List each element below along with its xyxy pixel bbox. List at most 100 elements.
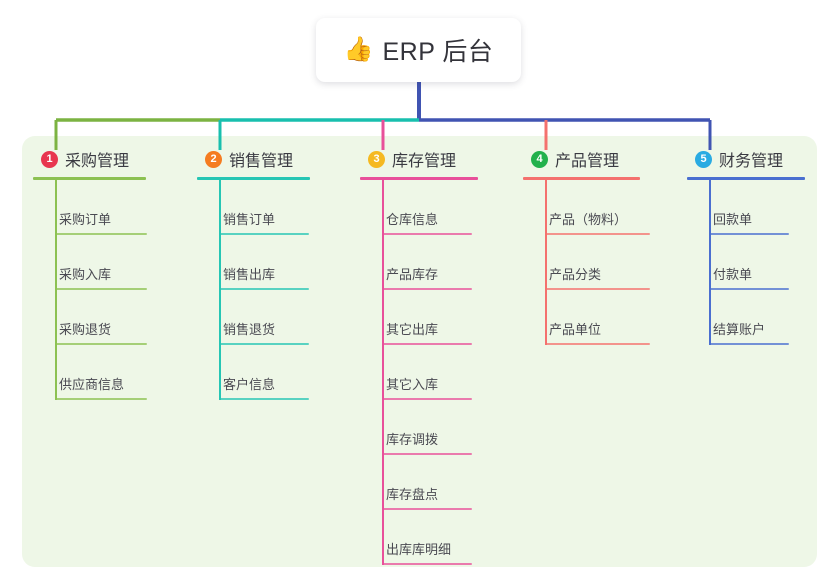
branch-item-label: 销售出库: [223, 267, 276, 282]
branch-card-background: [22, 136, 817, 567]
branch-title: 采购管理: [65, 153, 130, 170]
branch-item-underline: [219, 343, 309, 345]
branch-item[interactable]: 库存调拨: [360, 400, 478, 455]
branch-item-label: 销售订单: [223, 212, 276, 227]
branch-item-label: 回款单: [713, 212, 753, 227]
branch-badge-number: 3: [368, 150, 385, 168]
branch-column-4: 4 产品管理产品（物料） 产品分类产品单位: [523, 148, 650, 345]
branch-item-underline: [709, 233, 789, 235]
branch-header-5[interactable]: 5 财务管理: [687, 148, 805, 170]
branch-item[interactable]: 结算账户: [687, 290, 805, 345]
branch-trunk-line: [219, 180, 221, 400]
branch-item[interactable]: 其它入库: [360, 345, 478, 400]
branch-item-label: 产品单位: [549, 322, 602, 337]
branch-badge-number: 1: [41, 150, 58, 168]
branch-item-label: 其它出库: [386, 322, 439, 337]
branch-item-underline: [382, 288, 472, 290]
branch-item-label: 采购订单: [59, 212, 112, 227]
branch-item-underline: [545, 288, 650, 290]
branch-item[interactable]: 其它出库: [360, 290, 478, 345]
branch-item-label: 供应商信息: [59, 377, 125, 392]
branch-item-underline: [382, 343, 472, 345]
branch-item-underline: [382, 453, 472, 455]
branch-item-label: 采购退货: [59, 322, 112, 337]
branch-trunk-line: [55, 180, 57, 400]
branch-item[interactable]: 回款单: [687, 180, 805, 235]
root-title: ERP 后台: [382, 38, 494, 66]
branch-item-underline: [219, 233, 309, 235]
branch-item-label: 出库库明细: [386, 542, 452, 557]
branch-title: 库存管理: [392, 153, 457, 170]
branch-item[interactable]: 出库库明细: [360, 510, 478, 565]
branch-item-list: 采购订单采购入库采购退货供应商信息: [33, 180, 147, 400]
branch-underline: [360, 177, 478, 180]
branch-trunk-line: [382, 180, 384, 565]
branch-badge-number: 4: [531, 150, 548, 168]
branch-item-underline: [709, 288, 789, 290]
branch-item-label: 销售退货: [223, 322, 276, 337]
thumbs-up-icon: 👍: [343, 36, 374, 63]
branch-item-underline: [55, 233, 147, 235]
branch-underline: [523, 177, 640, 180]
branch-item-label: 产品分类: [549, 267, 602, 282]
branch-item-label: 其它入库: [386, 377, 439, 392]
branch-badge-number: 5: [695, 150, 712, 168]
branch-trunk-line: [545, 180, 547, 345]
branch-item[interactable]: 采购订单: [33, 180, 147, 235]
branch-item[interactable]: 销售订单: [197, 180, 310, 235]
branch-title: 销售管理: [229, 153, 294, 170]
branch-item-underline: [55, 398, 147, 400]
branch-item-label: 库存盘点: [386, 487, 439, 502]
branch-item[interactable]: 产品单位: [523, 290, 650, 345]
branch-column-1: 1 采购管理采购订单采购入库采购退货供应商信息: [33, 148, 147, 400]
branch-item-underline: [382, 233, 472, 235]
branch-header-1[interactable]: 1 采购管理: [33, 148, 146, 170]
branch-underline: [687, 177, 805, 180]
branch-item-underline: [382, 563, 472, 565]
branch-item-label: 结算账户: [713, 322, 766, 337]
branch-item[interactable]: 采购退货: [33, 290, 147, 345]
branch-item[interactable]: 供应商信息: [33, 345, 147, 400]
branch-item-underline: [219, 288, 309, 290]
branch-badge-number: 2: [205, 150, 222, 168]
branch-item-label: 采购入库: [59, 267, 112, 282]
branch-item-underline: [545, 343, 650, 345]
branch-header-3[interactable]: 3 库存管理: [360, 148, 478, 170]
root-node[interactable]: 👍 ERP 后台: [316, 18, 521, 82]
branch-item[interactable]: 销售出库: [197, 235, 310, 290]
branch-item[interactable]: 客户信息: [197, 345, 310, 400]
branch-item-underline: [219, 398, 309, 400]
branch-header-2[interactable]: 2 销售管理: [197, 148, 310, 170]
branch-item-list: 仓库信息产品库存其它出库其它入库库存调拨库存盘点出库库明细: [360, 180, 478, 565]
branch-item-label: 付款单: [713, 267, 753, 282]
branch-column-2: 2 销售管理销售订单销售出库销售退货客户信息: [197, 148, 310, 400]
branch-item[interactable]: 产品库存: [360, 235, 478, 290]
branch-item[interactable]: 采购入库: [33, 235, 147, 290]
branch-item-label: 库存调拨: [386, 432, 439, 447]
branch-item[interactable]: 产品（物料）: [523, 180, 650, 235]
branch-column-5: 5 财务管理回款单付款单结算账户: [687, 148, 805, 345]
branch-column-3: 3 库存管理仓库信息产品库存其它出库其它入库库存调拨库存盘点出库库明细: [360, 148, 478, 565]
branch-item[interactable]: 库存盘点: [360, 455, 478, 510]
branch-trunk-line: [709, 180, 711, 345]
branch-item-label: 产品库存: [386, 267, 439, 282]
branch-item[interactable]: 销售退货: [197, 290, 310, 345]
branch-item[interactable]: 产品分类: [523, 235, 650, 290]
branch-title: 财务管理: [719, 153, 784, 170]
branch-item-underline: [545, 233, 650, 235]
branch-underline: [197, 177, 310, 180]
branch-item[interactable]: 付款单: [687, 235, 805, 290]
branch-title: 产品管理: [555, 153, 620, 170]
branch-item-underline: [709, 343, 789, 345]
branch-item-list: 产品（物料） 产品分类产品单位: [523, 180, 650, 345]
branch-underline: [33, 177, 146, 180]
branch-item-label: 客户信息: [223, 377, 276, 392]
branch-item-underline: [55, 343, 147, 345]
branch-item-list: 回款单付款单结算账户: [687, 180, 805, 345]
branch-header-4[interactable]: 4 产品管理: [523, 148, 640, 170]
branch-item[interactable]: 仓库信息: [360, 180, 478, 235]
branch-item-underline: [382, 398, 472, 400]
branch-item-underline: [382, 508, 472, 510]
branch-item-list: 销售订单销售出库销售退货客户信息: [197, 180, 310, 400]
